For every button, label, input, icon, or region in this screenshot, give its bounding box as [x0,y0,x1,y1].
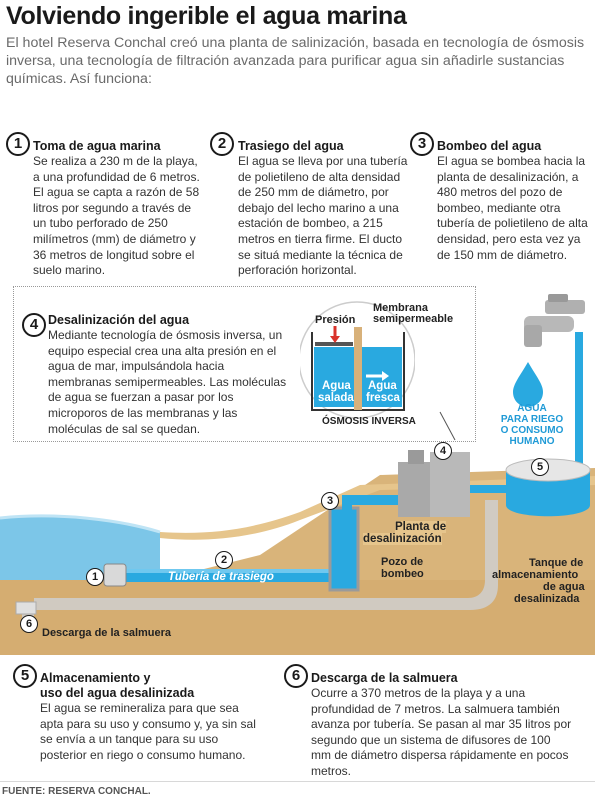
badge-4: 4 [434,442,452,460]
label-pozo-2: bombeo [381,568,424,580]
badge-1: 1 [86,568,104,586]
badge-6: 6 [20,615,38,633]
faucet-icon [545,300,585,314]
label-membrana: Membrana [373,302,429,314]
label-pozo-1: Pozo de [381,556,424,568]
agua-uso-line-1: AGUA [517,403,547,414]
step-6-number: 6 [284,664,308,688]
badge-3: 3 [321,492,339,510]
badge-2: 2 [215,551,233,569]
label-agua-fresca-1: Agua [368,380,397,392]
plant-tank-1 [398,462,432,517]
step-6-body: Ocurre a 370 metros de la playa y a una … [311,686,572,778]
beach [160,476,595,540]
step-2-number: 2 [210,132,234,156]
label-planta-2: desalinización [363,533,442,545]
osmosis-diagram [300,301,415,419]
discharge-pipe [22,500,498,620]
step-1-title: Toma de agua marina [33,139,161,153]
step-4-number: 4 [22,313,46,337]
agua-uso-line-4: HUMANO [509,436,555,447]
label-agua-salada-2: salada [318,392,354,404]
label-tanque-4: desalinizada [514,593,580,605]
footer-divider [0,781,595,782]
membrane [354,327,362,410]
badge-5: 5 [531,458,549,476]
step-4-title: Desalinización del agua [48,313,190,327]
step-3-title: Bombeo del agua [437,139,542,153]
label-tuberia-trasiego: Tubería de trasiego [168,571,274,583]
step-6-title: Descarga de la salmuera [311,671,458,685]
step-1-number: 1 [6,132,30,156]
step-5-number: 5 [13,664,37,688]
pumping-well [328,506,360,592]
plant-tank-2 [430,452,470,517]
intro-text: El hotel Reserva Conchal creó una planta… [6,35,585,87]
label-semipermeable: semipermeable [373,313,454,325]
water-drop-icon [513,362,543,407]
agua-uso-line-2: PARA RIEGO [500,414,564,425]
label-agua-salada-1: Agua [322,380,351,392]
label-tanque-2: almacenamiento [492,569,579,581]
label-agua-uso: AGUA PARA RIEGO O CONSUMO HUMANO [490,403,574,447]
step-1-body: Se realiza a 230 m de la playa, a una pr… [33,154,200,278]
step-2-title: Trasiego del agua [238,139,344,153]
label-tanque-3: de agua [543,581,585,593]
step-4-body: Mediante tecnología de ósmosis inversa, … [48,328,287,436]
step-2-body: El agua se lleva por una tubería de poli… [238,154,408,278]
footer-source: FUENTE: RESERVA CONCHAL. [2,786,151,797]
faucet-pipe [575,332,583,492]
label-descarga-salmuera: Descarga de la salmuera [42,627,172,639]
label-tanque-1: Tanque de [529,557,584,569]
label-osmosis-inversa: ÓSMOSIS INVERSA [322,416,416,427]
diffuser [15,601,37,615]
step-5-body: El agua se remineraliza para que sea apt… [40,701,256,762]
step-4-box [13,286,476,442]
step-3-number: 3 [410,132,434,156]
label-presion: Presión [315,314,356,326]
label-agua-fresca-2: fresca [366,392,400,404]
page-title: Volviendo ingerible el agua marina [6,2,407,30]
step-3-body: El agua se bombea hacia la planta de des… [437,154,588,262]
pressure-arrow-icon [330,336,340,343]
desalination-illustration [0,294,595,655]
pump-pipe [342,495,402,505]
label-planta-1: Planta de [395,521,447,533]
step-5-title-2: uso del agua desalinizada [40,686,195,700]
step-5-title-1: Almacenamiento y [40,671,151,685]
intake-head [103,563,127,587]
agua-uso-line-3: O CONSUMO [500,425,564,436]
flow-arrow-icon [382,371,389,381]
